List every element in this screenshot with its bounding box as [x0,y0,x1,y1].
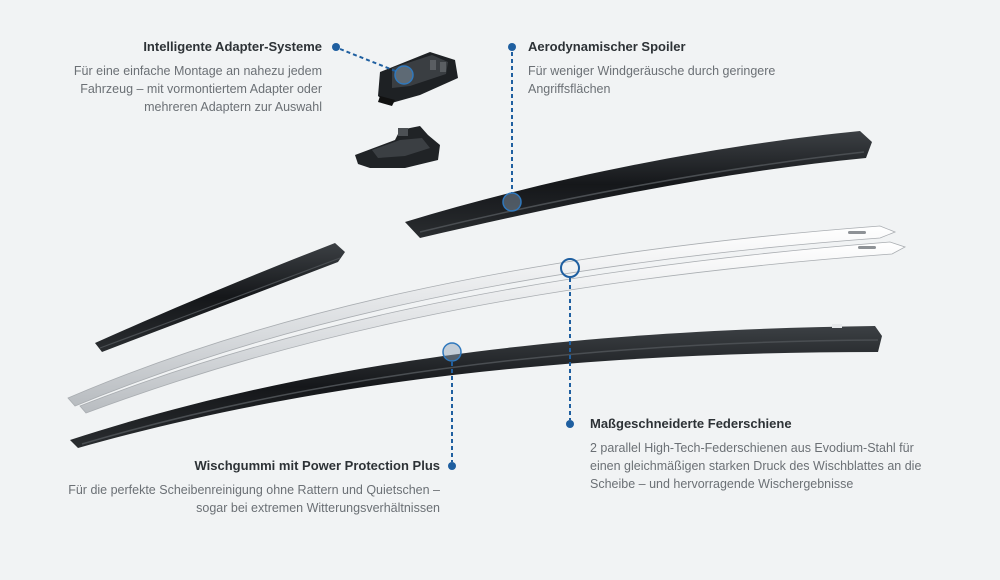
leader-adapter [332,43,414,85]
callout-adapter: Intelligente Adapter-Systeme Für eine ei… [40,38,322,116]
adapter-top-part [378,52,458,106]
aerodynamic-spoiler [405,131,872,238]
callout-spoiler-desc: Für weniger Windgeräusche durch geringer… [528,64,776,96]
callout-gummi-desc: Für die perfekte Scheibenreinigung ohne … [68,483,440,515]
wiper-rubber [70,324,882,448]
callout-adapter-desc: Für eine einfache Montage an nahezu jede… [73,64,322,114]
callout-feder: Maßgeschneiderte Federschiene 2 parallel… [590,415,940,493]
callout-feder-desc: 2 parallel High-Tech-Federschienen aus E… [590,441,922,491]
spring-rails [67,225,907,414]
callout-spoiler-title: Aerodynamischer Spoiler [528,39,686,54]
callout-gummi: Wischgummi mit Power Protection Plus Für… [60,457,440,517]
callout-adapter-title: Intelligente Adapter-Systeme [143,39,322,54]
spoiler-end-piece [95,243,345,352]
leader-feder [560,258,580,428]
callout-gummi-title: Wischgummi mit Power Protection Plus [194,458,440,473]
callout-feder-title: Maßgeschneiderte Federschiene [590,416,792,431]
adapter-bottom-part [355,126,440,168]
callout-spoiler: Aerodynamischer Spoiler Für weniger Wind… [528,38,828,98]
leader-gummi [442,342,462,470]
leader-spoiler [502,43,522,212]
